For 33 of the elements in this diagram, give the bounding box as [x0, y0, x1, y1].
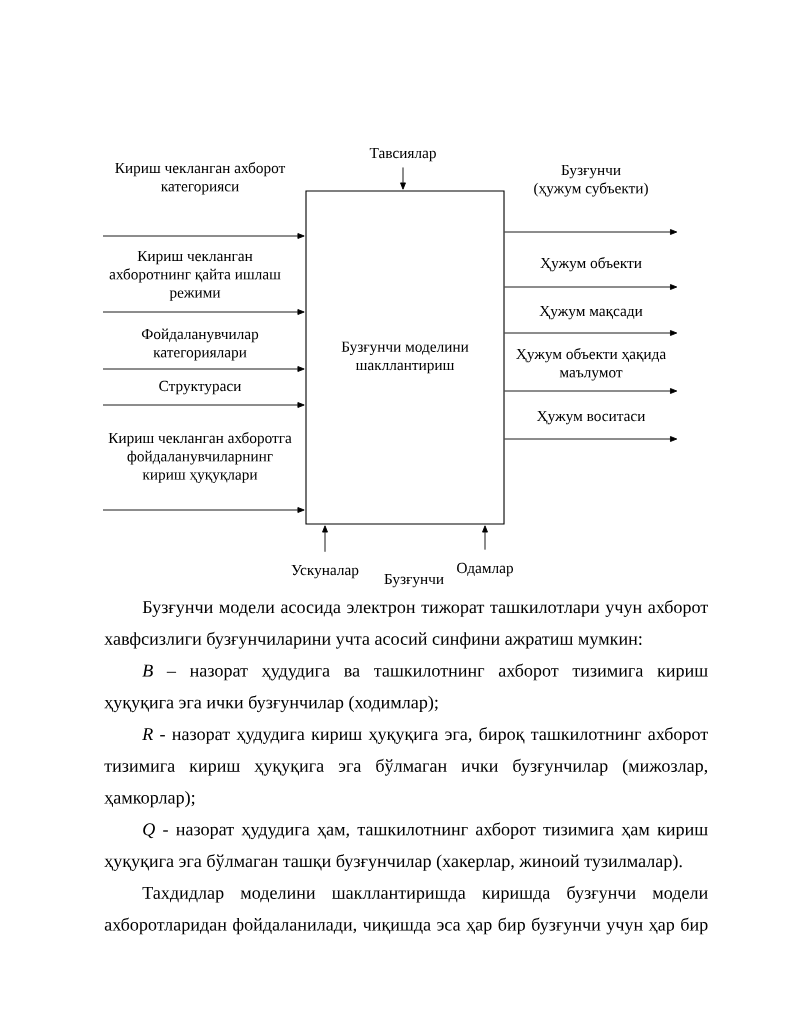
arrow-label: Ҳужум объекти [540, 257, 642, 272]
paragraph: Q - назорат ҳудудига ҳам, ташкилотнинг ахборот тизимига ҳам кириш ҳуқуқига эга бўлмаган ташқи бузғунчилар (хакерлар, жиноий тузилмалар). [104, 822, 708, 871]
arrow-label: Кириш чекланган ахборот категорияси [115, 162, 286, 195]
arrow [504, 284, 678, 290]
arrow-label: Кириш чекланган ахборотнинг қайта ишлаш режими [109, 251, 281, 301]
arrow-label: Ҳужум мақсади [539, 306, 643, 320]
label-text: Тавсиялар [369, 148, 436, 162]
arrow-label: Ҳужум объекти ҳақида маълумот [516, 348, 666, 381]
arrow [504, 330, 678, 336]
label-text: Ускуналар [291, 565, 359, 579]
arrow [400, 167, 406, 190]
arrow-label: Фойдаланувчилар категориялари [141, 328, 259, 361]
arrow [504, 388, 678, 394]
arrow [482, 525, 488, 551]
arrow [102, 507, 305, 513]
process-box: Бузғунчи моделини шакллантириш [305, 190, 505, 525]
arrow-label: Бузғунчи (ҳужум субъекти) [534, 165, 648, 197]
label-text: Бузғунчи [384, 574, 444, 588]
arrow [322, 525, 328, 553]
arrow [102, 366, 305, 372]
paragraph: R - назорат ҳудудига кириш ҳуқуқига эга, бироқ ташкилотнинг ахборот тизимига кириш ҳуқуқига эга бўлмаган ички бузғунчилар (мижозлар, ҳамкорлар); [104, 727, 708, 808]
paragraph: Тахдидлар моделини шакллантиришда киришда бузғунчи модели ахборотларидан фойдаланилади, чиқишда эса ҳар бир бузғунчи учун ҳар бир [104, 885, 708, 935]
label-text: Одамлар [457, 562, 513, 577]
arrow [102, 309, 305, 315]
arrow [102, 402, 305, 408]
arrow-label: Ҳужум воситаси [536, 411, 646, 425]
arrow-label: Кириш чекланган ахборотга фойдаланувчиларнинг кириш ҳуқуқлари [108, 432, 292, 483]
arrow [102, 233, 305, 239]
paragraph: B – назорат ҳудудига ва ташкилотнинг ахборот тизимига кириш ҳуқуқига эга ички бузғунчилар (ходимлар); [104, 663, 708, 713]
arrow [504, 229, 678, 235]
paragraph: Бузғунчи модели асосида электрон тижорат ташкилотлари учун ахборот хавфсизлиги бузғунчиларини учта асосий синфини ажратиш мумкин: [104, 600, 708, 649]
arrow-label: Структураси [159, 380, 242, 395]
arrow [504, 436, 678, 442]
